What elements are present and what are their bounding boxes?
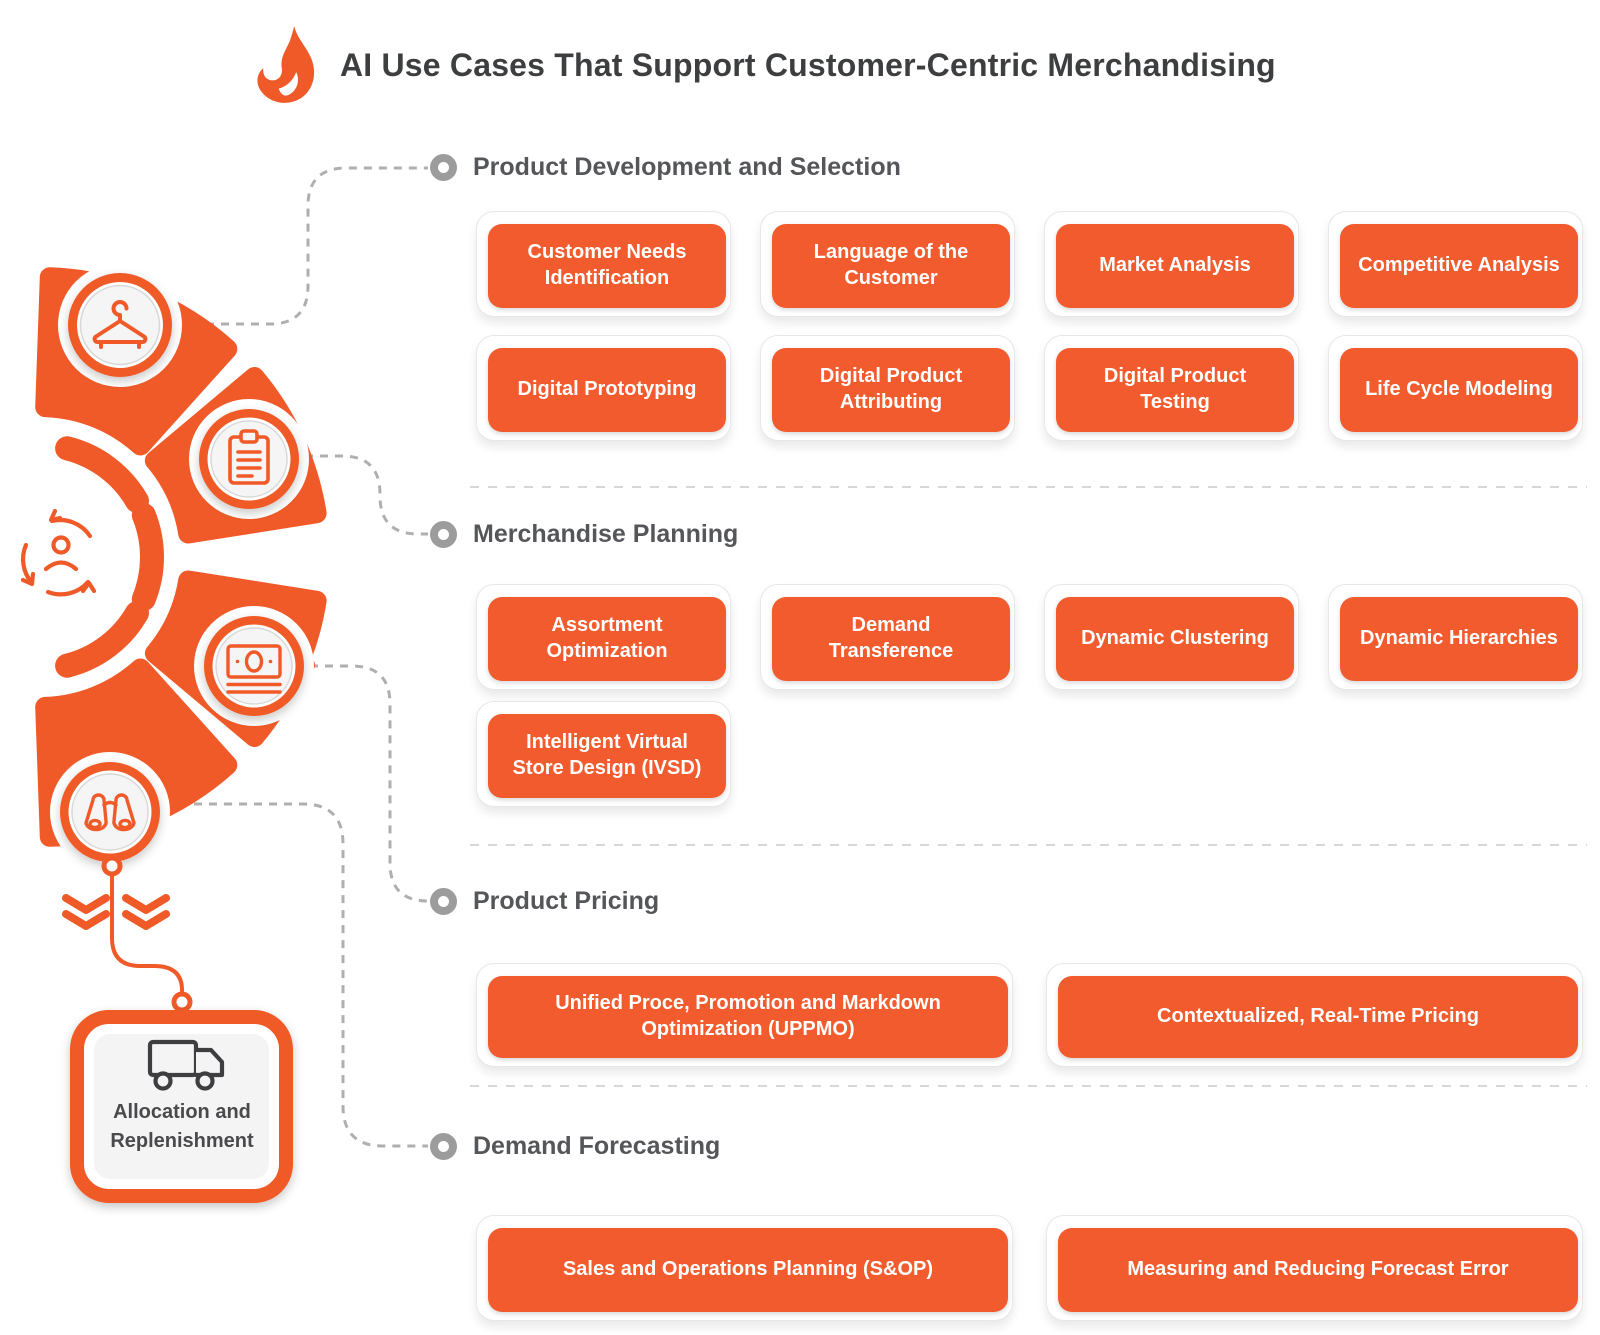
page-title: AI Use Cases That Support Customer-Centr…	[340, 46, 1276, 83]
chip-label: Customer Needs Identification	[488, 224, 726, 308]
use-case-chip: Demand Transference	[760, 584, 1015, 690]
use-case-chip: Contextualized, Real-Time Pricing	[1046, 963, 1583, 1067]
chip-label: Dynamic Clustering	[1056, 597, 1294, 681]
use-case-chip: Dynamic Hierarchies	[1328, 584, 1583, 690]
chip-label: Life Cycle Modeling	[1340, 348, 1578, 432]
use-case-chip: Measuring and Reducing Forecast Error	[1046, 1215, 1583, 1321]
section-header-merchandise-planning: Merchandise Planning	[430, 517, 738, 551]
section-header-product-pricing: Product Pricing	[430, 884, 659, 918]
flow-end-node	[171, 991, 193, 1013]
allocation-box	[70, 1010, 293, 1203]
use-case-chip: Unified Proce, Promotion and Markdown Op…	[476, 963, 1013, 1067]
binoculars-icon	[84, 793, 136, 832]
clipboard-icon	[228, 429, 270, 485]
section-label: Product Pricing	[473, 886, 660, 915]
section-header-product-development: Product Development and Selection	[430, 150, 901, 184]
section-header-demand-forecasting: Demand Forecasting	[430, 1129, 720, 1163]
hub-hanger	[58, 263, 182, 387]
chip-label: Intelligent Virtual Store Design (IVSD)	[488, 714, 726, 798]
connector-product-pricing	[310, 664, 429, 903]
truck-icon	[147, 1039, 225, 1091]
chip-label: Language of the Customer	[772, 224, 1010, 308]
money-icon	[226, 644, 282, 694]
use-case-chip: Assortment Optimization	[476, 584, 731, 690]
connector-lines	[164, 166, 429, 1148]
chip-label: Sales and Operations Planning (S&OP)	[488, 1228, 1008, 1312]
section-label: Merchandise Planning	[473, 519, 739, 548]
chevron-down-icon	[62, 894, 170, 930]
use-case-chip: Sales and Operations Planning (S&OP)	[476, 1215, 1013, 1321]
customer-cycle-icon	[20, 508, 97, 597]
chip-label: Digital Prototyping	[488, 348, 726, 432]
title-bar: AI Use Cases That Support Customer-Centr…	[256, 26, 1276, 104]
use-case-chip: Dynamic Clustering	[1044, 584, 1299, 690]
use-case-chip: Customer Needs Identification	[476, 211, 731, 317]
chip-label: Digital Product Testing	[1056, 348, 1294, 432]
hub-binoculars	[50, 752, 170, 872]
chip-label: Measuring and Reducing Forecast Error	[1058, 1228, 1578, 1312]
flow-line	[110, 874, 184, 994]
use-case-chip: Language of the Customer	[760, 211, 1015, 317]
section-bullet-icon	[430, 153, 457, 181]
allocation-box-label: Allocation and Replenishment	[110, 1101, 254, 1152]
hanger-icon	[92, 300, 148, 349]
chip-label: Market Analysis	[1056, 224, 1294, 308]
connector-product-development	[176, 166, 428, 326]
section-bullet-icon	[430, 887, 457, 915]
connector-merchandise-planning	[305, 454, 428, 536]
chip-label: Unified Proce, Promotion and Markdown Op…	[488, 976, 1008, 1058]
chip-label: Digital Product Attributing	[772, 348, 1010, 432]
flame-logo-icon	[257, 26, 315, 103]
section-divider	[470, 844, 1587, 846]
section-label: Demand Forecasting	[473, 1131, 721, 1160]
chip-label: Demand Transference	[772, 597, 1010, 681]
chip-label: Assortment Optimization	[488, 597, 726, 681]
section-label: Product Development and Selection	[473, 152, 901, 181]
use-case-chip: Digital Product Testing	[1044, 335, 1299, 441]
hub-clipboard	[189, 399, 310, 519]
use-case-chip: Life Cycle Modeling	[1328, 335, 1583, 441]
chip-label: Dynamic Hierarchies	[1340, 597, 1578, 681]
chip-label: Competitive Analysis	[1340, 224, 1578, 308]
inner-arc-ring	[55, 436, 164, 678]
section-bullet-icon	[430, 520, 457, 548]
hub-money	[194, 606, 315, 726]
use-case-chip: Market Analysis	[1044, 211, 1299, 317]
use-case-chip: Digital Prototyping	[476, 335, 731, 441]
connector-demand-forecasting	[164, 802, 428, 1148]
chip-label: Contextualized, Real-Time Pricing	[1058, 976, 1578, 1058]
use-case-chip: Digital Product Attributing	[760, 335, 1015, 441]
use-case-chip: Intelligent Virtual Store Design (IVSD)	[476, 701, 731, 807]
section-divider	[470, 486, 1587, 488]
flow-start-node	[101, 855, 123, 877]
section-bullet-icon	[430, 1132, 457, 1160]
use-case-chip: Competitive Analysis	[1328, 211, 1583, 317]
section-divider	[470, 1085, 1587, 1087]
